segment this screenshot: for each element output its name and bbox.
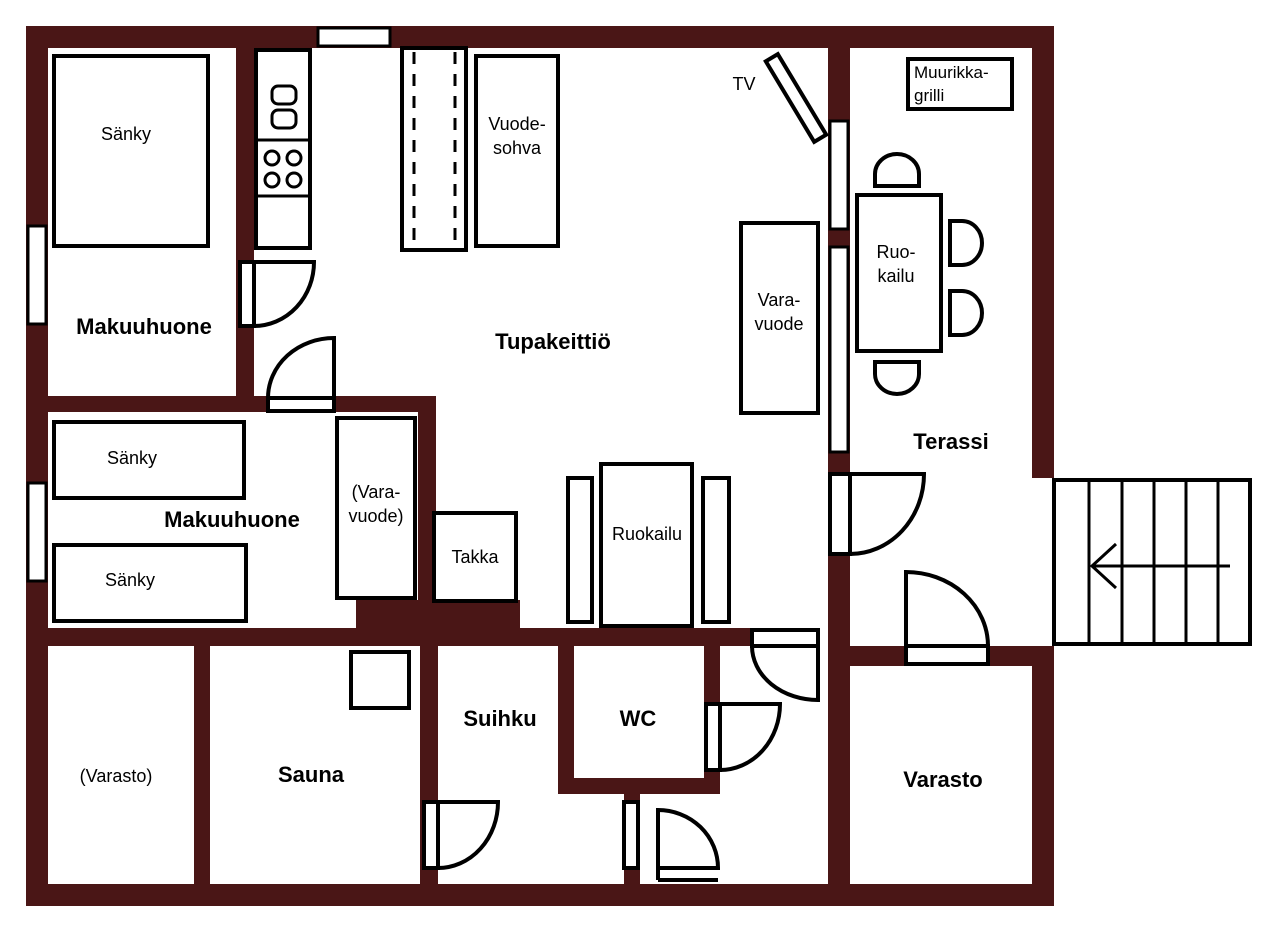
outer-wall-right-upper — [1032, 26, 1054, 478]
door-terrace-1[interactable] — [828, 472, 852, 556]
door-terrace-1-swing — [849, 472, 927, 556]
dining-table-main-label: Ruokailu — [612, 524, 682, 544]
door-hall-top-swing — [750, 645, 820, 703]
door-hall-bottom[interactable] — [622, 800, 640, 870]
bench-right — [701, 476, 731, 624]
grill — [906, 57, 1014, 111]
window-east-1 — [828, 119, 850, 231]
outer-wall-right-lower — [1032, 646, 1054, 906]
outer-wall-left — [26, 26, 48, 906]
room-label-terrace: Terassi — [913, 429, 988, 454]
kitchen-counter — [254, 48, 312, 250]
spare-bed-main-label-1: Vara- — [758, 290, 801, 310]
wall-suihku-wc-left — [558, 644, 574, 794]
sofa-bed-label-1: Vuode- — [488, 114, 545, 134]
fireplace-label: Takka — [451, 547, 499, 567]
window-top — [316, 26, 392, 48]
sink-icon — [270, 108, 298, 130]
door-bedroom1-swing — [253, 260, 317, 328]
room-label-shower: Suihku — [463, 706, 536, 731]
dining-table-main — [599, 462, 694, 628]
spare-bed-main-label-2: vuode — [754, 314, 803, 334]
dining-table-terrace-label-2: kailu — [877, 266, 914, 286]
door-varasto[interactable] — [904, 644, 990, 666]
window-bedroom2 — [26, 481, 48, 583]
chair-right-2 — [948, 289, 984, 337]
window-bedroom1 — [26, 224, 48, 326]
wall-bedroom2-right — [418, 396, 436, 630]
room-label-wc: WC — [620, 706, 657, 731]
wall-varasto-sauna — [194, 644, 210, 886]
arrow-left-icon — [1089, 542, 1118, 590]
bench-left — [566, 476, 594, 624]
door-varasto-swing — [904, 569, 990, 647]
spare-bed-main — [739, 221, 820, 415]
chair-top — [873, 152, 921, 188]
windows — [26, 26, 850, 583]
stove-burner-icon — [285, 149, 303, 167]
door-hall-top[interactable] — [750, 628, 820, 648]
stove-burner-icon — [263, 149, 281, 167]
grill-label-1: Muurikka- — [914, 63, 989, 82]
furniture: Sänky Sänky Sänky (Vara- vuode) Vuode- s… — [52, 46, 1014, 710]
sofa-bed-label-2: sohva — [493, 138, 542, 158]
door-bedroom1[interactable] — [238, 260, 256, 328]
room-label-bedroom-1: Makuuhuone — [76, 314, 212, 339]
sauna-stove — [349, 650, 411, 710]
door-sauna-swing — [437, 800, 501, 870]
fireplace — [432, 511, 518, 603]
door-bedroom2-swing — [266, 335, 336, 399]
stove-burner-icon — [285, 171, 303, 189]
outer-wall-top — [26, 26, 1054, 48]
door-wc-swing — [719, 702, 783, 772]
bed-2 — [52, 420, 246, 500]
sink-icon — [270, 84, 298, 106]
room-label-storage-2: Varasto — [903, 767, 983, 792]
chair-right-1 — [948, 219, 984, 267]
room-label-storage-1: (Varasto) — [80, 766, 153, 786]
outer-wall-bottom — [26, 884, 1054, 906]
spare-bed-bedroom2-label-1: (Vara- — [352, 482, 401, 502]
wall-bedroom1-right — [236, 48, 254, 398]
stairs — [1052, 478, 1252, 646]
chair-bottom — [873, 360, 921, 396]
dining-table-terrace-label-1: Ruo- — [876, 242, 915, 262]
spare-bed-bedroom2 — [335, 416, 417, 600]
bed-2-label: Sänky — [107, 448, 157, 468]
stove-burner-icon — [263, 171, 281, 189]
bed-1-label: Sänky — [101, 124, 151, 144]
bed-3-label: Sänky — [105, 570, 155, 590]
grill-label-2: grilli — [914, 86, 944, 105]
doors — [238, 260, 990, 882]
sofa-bed — [474, 54, 560, 248]
dining-table-terrace — [855, 193, 943, 353]
room-label-living-kitchen: Tupakeittiö — [495, 329, 611, 354]
window-east-2 — [828, 245, 850, 454]
bed-3 — [52, 543, 248, 623]
room-label-bedroom-2: Makuuhuone — [164, 507, 300, 532]
kitchen — [254, 48, 312, 250]
door-hall-bottom-swing — [656, 807, 721, 870]
room-labels: Makuuhuone Makuuhuone Tupakeittiö Terass… — [76, 314, 989, 792]
tv-label: TV — [732, 74, 755, 94]
wall-bedroom-divider — [48, 396, 436, 412]
door-sauna[interactable] — [422, 800, 440, 870]
wall-service-top-stub — [356, 600, 520, 630]
tv-icon — [763, 51, 829, 145]
spare-bed-bedroom2-label-2: vuode) — [348, 506, 403, 526]
door-wc[interactable] — [704, 702, 722, 772]
bed-1 — [52, 54, 210, 248]
stairs-outline — [1052, 478, 1252, 646]
room-label-sauna: Sauna — [278, 762, 345, 787]
wall-service-top — [26, 628, 752, 646]
door-bedroom2[interactable] — [266, 396, 336, 413]
